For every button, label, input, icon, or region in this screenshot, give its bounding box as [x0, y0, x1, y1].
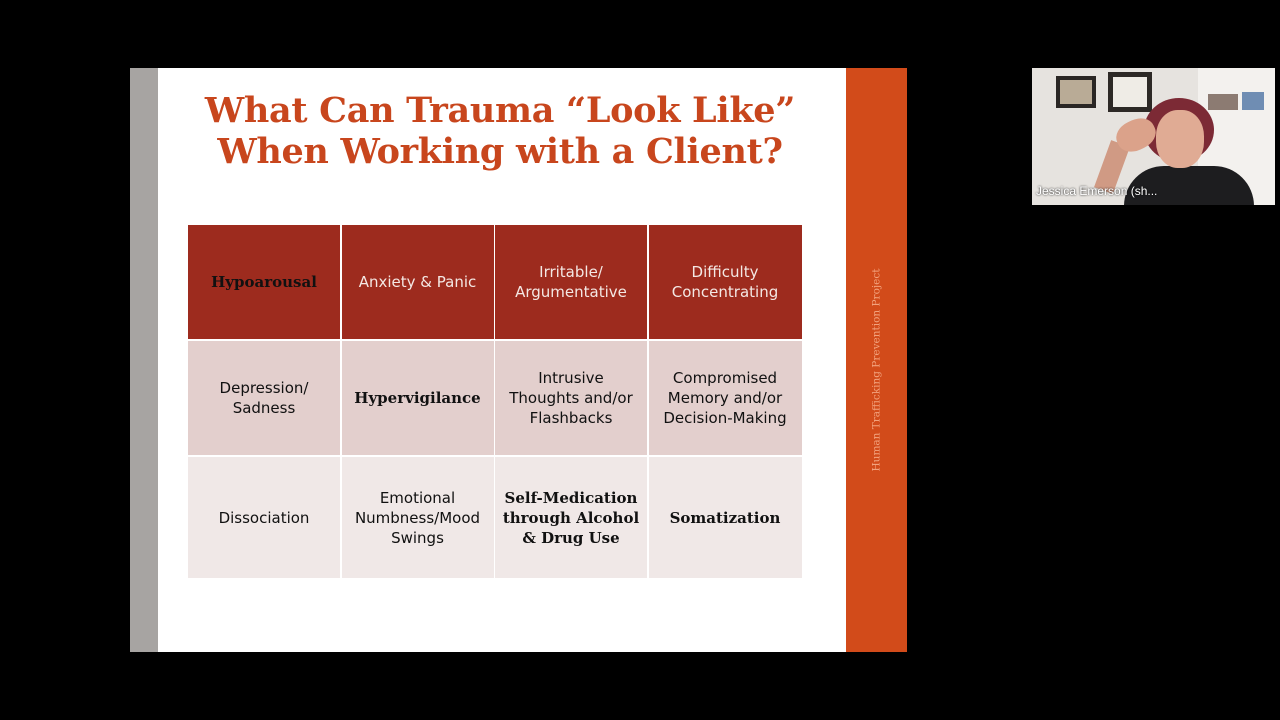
slide-right-accent-bar — [846, 68, 907, 652]
slide-title-line-1: What Can Trauma “Look Like” — [204, 90, 796, 131]
participant-video-tile[interactable]: Jessica Emerson (sh... — [1032, 68, 1275, 205]
table-cell: Compromised Memory and/or Decision-Makin… — [648, 341, 802, 455]
table-cell: Emotional Numbness/Mood Swings — [341, 457, 494, 578]
table-cell: Depression/ Sadness — [188, 341, 340, 455]
wall-frame-picture — [1113, 77, 1147, 107]
side-text-container: Human Trafficking Prevention Project — [846, 68, 907, 652]
presentation-slide: What Can Trauma “Look Like” When Working… — [130, 68, 907, 652]
slide-title-line-2: When Working with a Client? — [217, 131, 783, 172]
slide-left-accent-bar — [130, 68, 158, 652]
table-cell: Irritable/ Argumentative — [495, 225, 647, 339]
table-cell: Dissociation — [188, 457, 340, 578]
table-cell: Somatization — [648, 457, 802, 578]
shelf-item — [1208, 94, 1238, 110]
table-cell: Self-Medication through Alcohol & Drug U… — [495, 457, 647, 578]
wall-frame-picture — [1060, 80, 1092, 104]
table-cell: Hypervigilance — [341, 341, 494, 455]
table-cell: Hypoarousal — [188, 225, 340, 339]
participant-body — [1124, 166, 1254, 205]
participant-face — [1156, 110, 1204, 168]
table-cell: Anxiety & Panic — [341, 225, 494, 339]
participant-name-label: Jessica Emerson (sh... — [1036, 184, 1158, 198]
table-cell: Difficulty Concentrating — [648, 225, 802, 339]
slide-side-caption: Human Trafficking Prevention Project — [870, 268, 883, 472]
table-cell: Intrusive Thoughts and/or Flashbacks — [495, 341, 647, 455]
slide-title: What Can Trauma “Look Like” When Working… — [170, 90, 830, 172]
trauma-symptoms-table: Hypoarousal Anxiety & Panic Irritable/ A… — [188, 225, 802, 578]
shelf-item — [1242, 92, 1264, 110]
